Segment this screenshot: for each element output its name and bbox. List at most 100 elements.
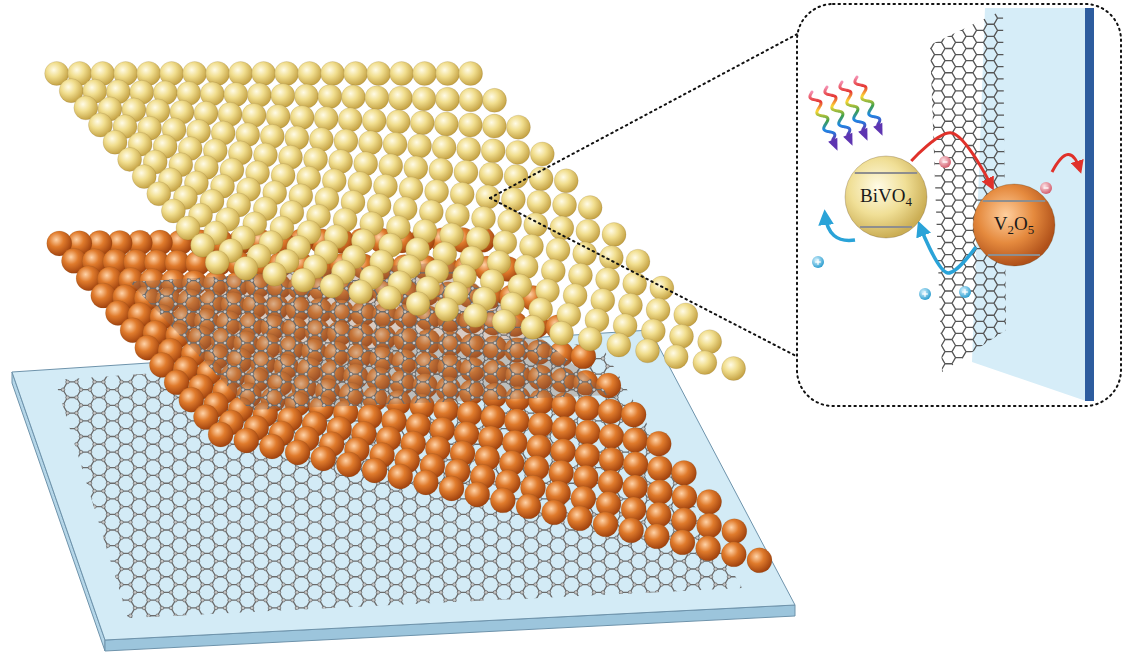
graphene-sheet — [241, 388, 245, 392]
graphene-sheet — [214, 528, 218, 532]
graphene-sheet — [142, 559, 146, 563]
graphene-sheet — [48, 552, 52, 556]
graphene-sheet — [439, 575, 443, 579]
graphene-sheet — [426, 583, 430, 587]
graphene-sheet — [615, 598, 619, 602]
graphene-sheet — [511, 357, 515, 361]
graphene-sheet — [363, 489, 367, 493]
graphene-sheet — [52, 466, 56, 470]
graphene-sheet — [309, 396, 313, 400]
graphene-sheet — [390, 598, 394, 602]
graphene-sheet — [241, 575, 245, 579]
graphene-sheet — [345, 614, 349, 618]
graphene-sheet — [579, 567, 583, 571]
graphene-sheet — [457, 341, 461, 345]
graphene-sheet — [444, 583, 448, 587]
graphene-sheet — [687, 427, 691, 431]
graphene-sheet — [106, 559, 110, 563]
graphene-sheet — [700, 575, 704, 579]
graphene-sheet — [169, 403, 173, 407]
graphene-sheet — [520, 388, 524, 392]
graphene-sheet — [210, 552, 214, 556]
graphene-sheet — [309, 536, 313, 540]
graphene-sheet — [183, 474, 187, 478]
graphene-sheet — [723, 333, 727, 337]
graphene-sheet — [160, 388, 164, 392]
graphene-sheet — [439, 357, 443, 361]
graphene-sheet — [673, 575, 677, 579]
graphene-sheet — [390, 567, 394, 571]
graphene-sheet — [160, 591, 164, 595]
graphene-sheet — [201, 458, 205, 462]
graphene-sheet — [102, 567, 106, 571]
graphene-sheet — [88, 497, 92, 501]
graphene-sheet — [682, 372, 686, 376]
graphene-sheet — [588, 614, 592, 618]
graphene-sheet — [237, 520, 241, 524]
graphene-sheet — [579, 552, 583, 556]
graphene-sheet — [268, 575, 272, 579]
graphene-sheet — [457, 575, 461, 579]
graphene-sheet — [534, 349, 538, 353]
graphene-sheet — [264, 333, 268, 337]
graphene-sheet — [48, 583, 52, 587]
graphene-sheet — [268, 591, 272, 595]
graphene-sheet — [277, 388, 281, 392]
graphene-sheet — [453, 552, 457, 556]
graphene-sheet — [498, 396, 502, 400]
graphene-sheet — [295, 497, 299, 501]
graphene-sheet — [250, 357, 254, 361]
graphene-sheet — [48, 520, 52, 524]
graphene-sheet — [687, 442, 691, 446]
graphene-sheet — [241, 326, 245, 330]
graphene-sheet — [385, 544, 389, 548]
graphene-sheet — [709, 575, 713, 579]
graphene-sheet — [39, 333, 43, 337]
graphene-sheet — [520, 528, 524, 532]
graphene-sheet — [282, 536, 286, 540]
graphene-sheet — [115, 372, 119, 376]
graphene-sheet — [309, 567, 313, 571]
graphene-sheet — [484, 388, 488, 392]
graphene-sheet — [696, 380, 700, 384]
graphene-sheet — [115, 357, 119, 361]
graphene-sheet — [471, 583, 475, 587]
graphene-sheet — [480, 583, 484, 587]
graphene-sheet — [592, 622, 596, 626]
graphene-sheet — [75, 614, 79, 618]
graphene-sheet — [61, 544, 65, 548]
graphene-sheet — [102, 614, 106, 618]
graphene-sheet — [709, 466, 713, 470]
graphene-sheet — [660, 427, 664, 431]
graphene-sheet — [484, 513, 488, 517]
graphene-sheet — [295, 357, 299, 361]
graphene-sheet — [129, 598, 133, 602]
graphene-sheet — [102, 396, 106, 400]
graphene-sheet — [709, 403, 713, 407]
graphene-sheet — [93, 411, 97, 415]
graphene-sheet — [93, 380, 97, 384]
graphene-sheet — [538, 606, 542, 610]
graphene-sheet — [336, 614, 340, 618]
graphene-sheet — [417, 505, 421, 509]
graphene-sheet — [525, 614, 529, 618]
graphene-sheet — [106, 606, 110, 610]
graphene-sheet — [471, 520, 475, 524]
graphene-sheet — [183, 489, 187, 493]
graphene-sheet — [507, 583, 511, 587]
graphene-sheet — [390, 536, 394, 540]
graphene-sheet — [714, 396, 718, 400]
graphene-sheet — [358, 575, 362, 579]
graphene-sheet — [349, 606, 353, 610]
graphene-sheet — [430, 357, 434, 361]
graphene-sheet — [223, 372, 227, 376]
graphene-sheet — [331, 622, 335, 626]
graphene-sheet — [453, 520, 457, 524]
graphene-sheet — [345, 349, 349, 353]
graphene-sheet — [66, 380, 70, 384]
graphene-sheet — [538, 622, 542, 626]
graphene-sheet — [174, 567, 178, 571]
graphene-sheet — [214, 326, 218, 330]
graphene-sheet — [552, 567, 556, 571]
graphene-sheet — [88, 450, 92, 454]
